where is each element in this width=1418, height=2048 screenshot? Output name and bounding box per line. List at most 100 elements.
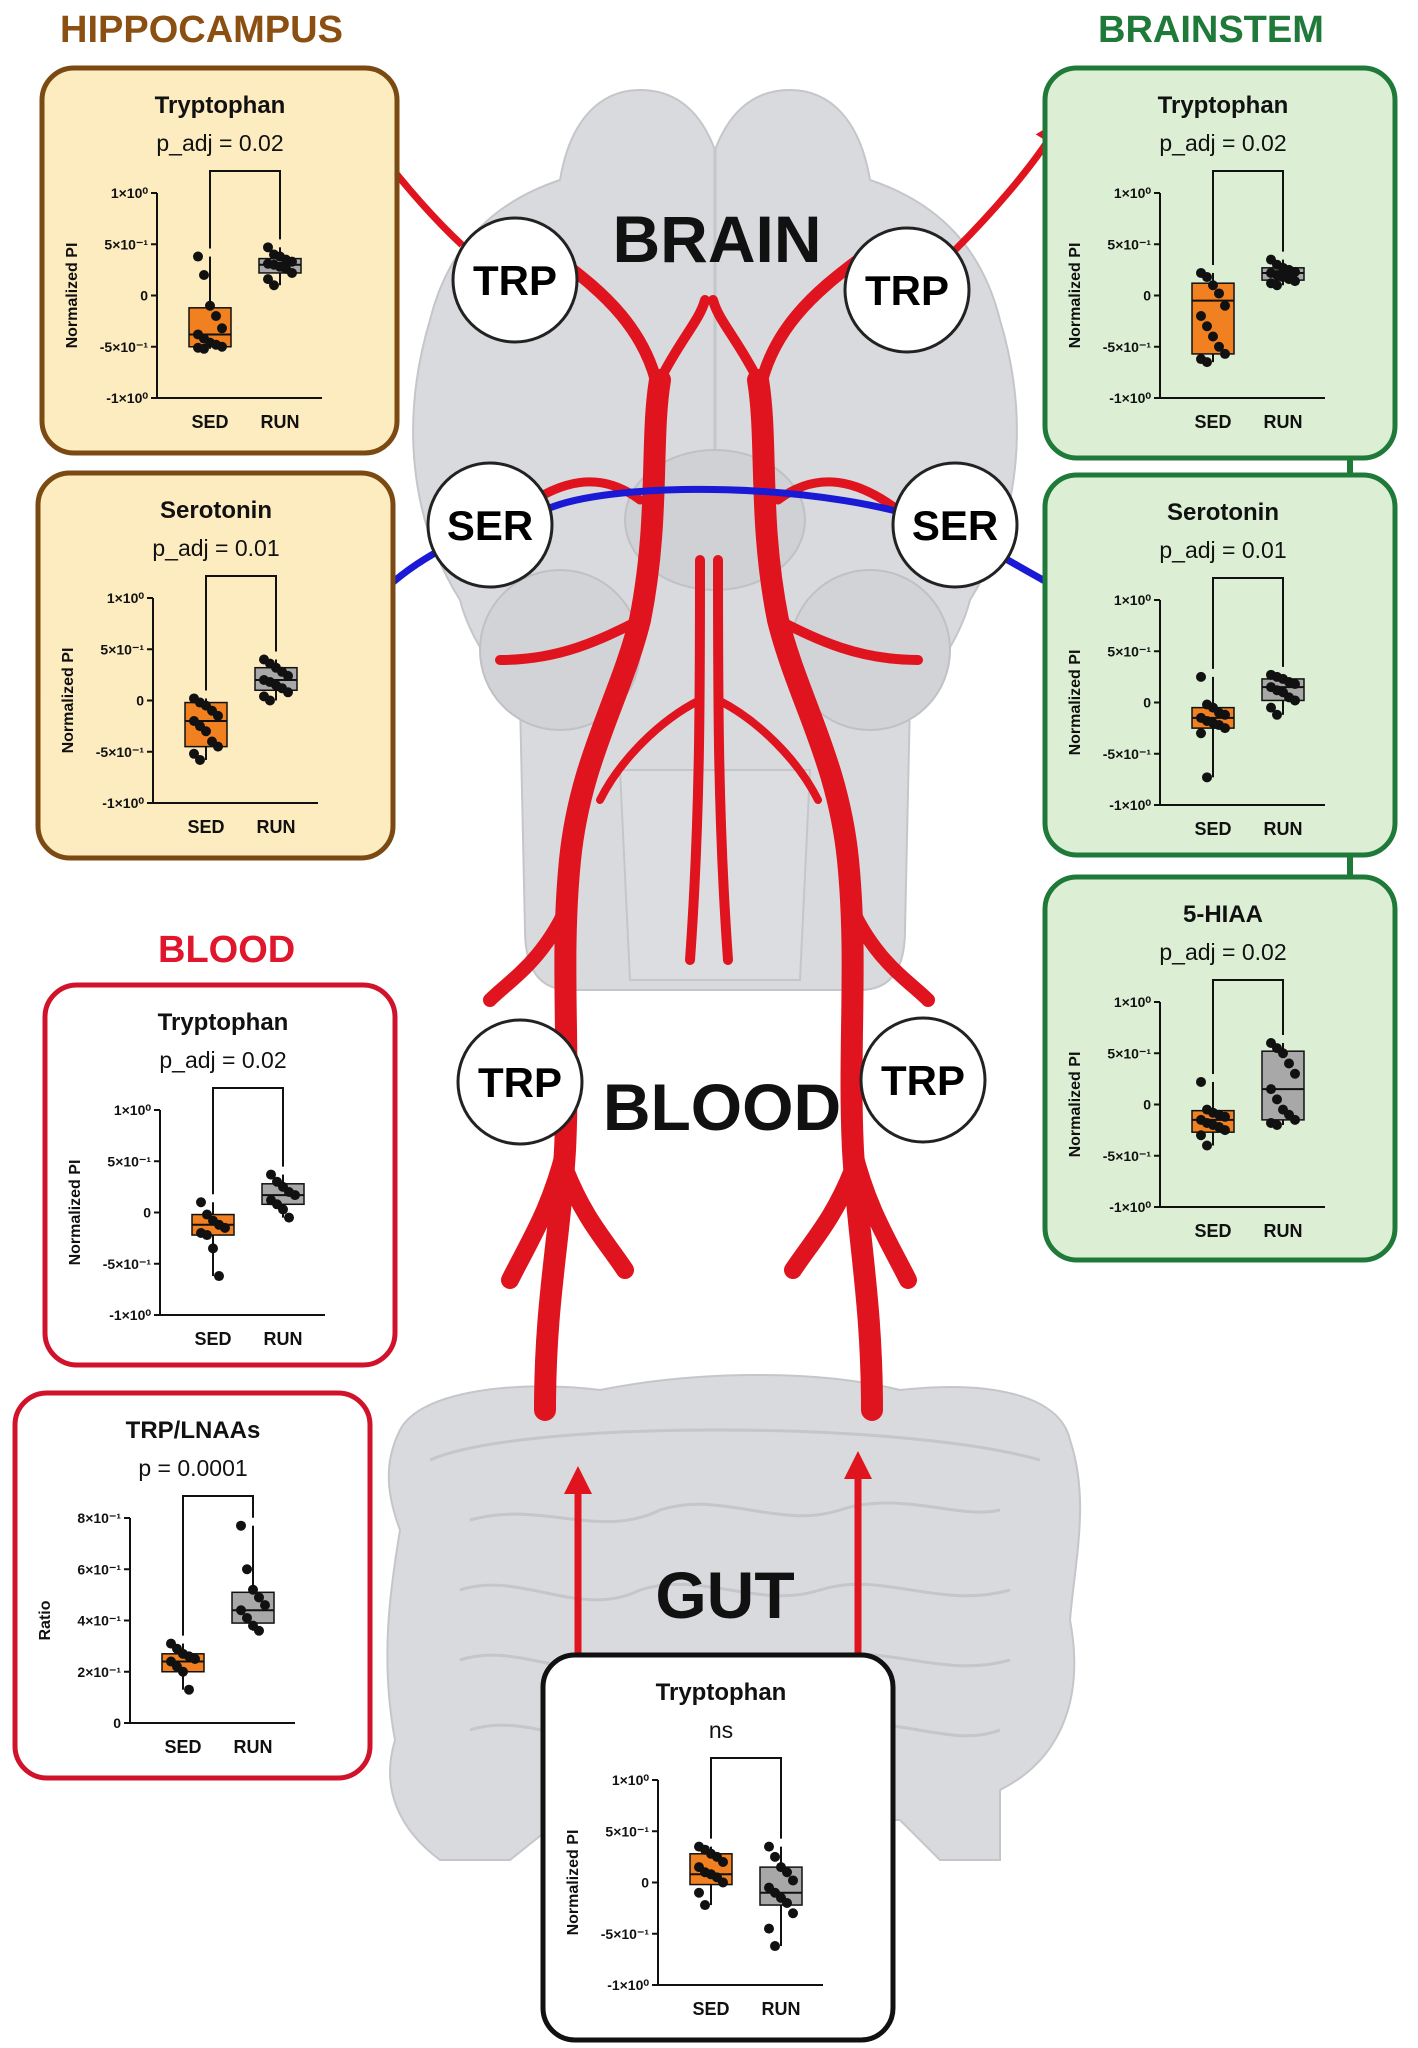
data-point [1220, 300, 1230, 311]
trp-node-blood-left: TRP [456, 1018, 584, 1146]
data-point [287, 267, 297, 278]
chart-title: Serotonin [160, 497, 272, 524]
y-tick-label: -1×10⁰ [1109, 797, 1151, 813]
data-point [1284, 1058, 1294, 1069]
charts-layer: Tryptophan p_adj = 0.02 1×10⁰ 5×10⁻¹ 0 -5×10⁻… [37, 92, 1325, 2019]
data-point [283, 670, 293, 681]
chart-title: TRP/LNAAs [126, 1417, 261, 1444]
data-point [770, 1851, 780, 1862]
data-point [193, 251, 203, 262]
y-tick-label: 5×10⁻¹ [1107, 643, 1151, 659]
y-tick-label: 0 [143, 1205, 151, 1221]
data-point [213, 710, 223, 721]
y-axis-label: Ratio [37, 1600, 54, 1640]
data-point [700, 1900, 710, 1911]
y-tick-label: 2×10⁻¹ [77, 1664, 121, 1680]
y-tick-label: -5×10⁻¹ [1103, 339, 1152, 355]
ser-node-right: SER [891, 461, 1019, 589]
data-point [236, 1520, 246, 1531]
data-point [1272, 1120, 1282, 1130]
data-point [263, 242, 273, 253]
y-tick-label: 5×10⁻¹ [1107, 236, 1151, 252]
y-tick-label: -5×10⁻¹ [96, 744, 145, 760]
data-point [205, 300, 215, 311]
significance-bracket [182, 1495, 254, 1636]
data-point [782, 1898, 792, 1908]
y-axis-label: Normalized PI [565, 1830, 582, 1936]
y-tick-label: 1×10⁰ [1114, 994, 1152, 1010]
panel-brainstem-5hiaa [1042, 874, 1398, 1263]
chart-stat-label: ns [709, 1717, 733, 1743]
y-tick-label: -1×10⁰ [1109, 1199, 1151, 1215]
data-point [764, 1841, 774, 1852]
chart-title: Tryptophan [158, 1009, 289, 1036]
data-point [1208, 280, 1218, 291]
y-tick-label: -1×10⁰ [102, 795, 144, 811]
data-point [1196, 1076, 1206, 1087]
data-point [220, 1222, 230, 1233]
chart-stat-label: p_adj = 0.02 [1159, 130, 1286, 156]
x-tick-label: RUN [234, 1737, 273, 1757]
ser-node-label: SER [912, 502, 998, 549]
x-tick-label: SED [692, 1999, 729, 2019]
data-point [1220, 709, 1230, 720]
x-tick-label: SED [191, 412, 228, 432]
data-point [265, 695, 275, 706]
y-tick-label: -5×10⁻¹ [103, 1256, 152, 1272]
x-tick-label: RUN [261, 412, 300, 432]
chart-stat-label: p_adj = 0.02 [156, 130, 283, 156]
data-point [196, 1197, 206, 1208]
y-axis-label: Normalized PI [60, 648, 77, 754]
data-point [254, 1625, 264, 1636]
data-point [1202, 357, 1212, 368]
y-axis-label: Normalized PI [1067, 1052, 1084, 1158]
y-tick-label: 0 [1143, 695, 1151, 711]
data-point [269, 280, 279, 291]
y-tick-label: 0 [641, 1875, 649, 1891]
y-tick-label: -1×10⁰ [1109, 390, 1151, 406]
y-tick-label: 5×10⁻¹ [605, 1823, 649, 1839]
y-tick-label: 0 [140, 288, 148, 304]
data-point [1272, 1094, 1282, 1105]
y-tick-label: 1×10⁰ [107, 590, 145, 606]
panel-gut-tryptophan [540, 1652, 896, 2043]
significance-bracket [1212, 979, 1284, 1074]
significance-bracket [209, 170, 281, 249]
data-point [1202, 272, 1212, 283]
data-point [1290, 695, 1300, 706]
data-point [254, 1592, 264, 1603]
data-point [1202, 1140, 1212, 1151]
data-point [278, 1204, 288, 1215]
data-point [1196, 1130, 1206, 1141]
x-tick-label: SED [194, 1329, 231, 1349]
data-point [242, 1612, 252, 1623]
y-tick-label: -5×10⁻¹ [1103, 746, 1152, 762]
data-point [1208, 331, 1218, 342]
data-point [718, 1877, 728, 1888]
chart-gut-tryptophan: Tryptophanns1×10⁰5×10⁻¹0-5×10⁻¹-1×10⁰Nor… [565, 1679, 823, 2019]
x-tick-label: RUN [1264, 1221, 1303, 1241]
y-tick-label: 1×10⁰ [1114, 185, 1152, 201]
data-point [1220, 723, 1230, 734]
ser-node-label: SER [447, 502, 533, 549]
y-tick-label: 5×10⁻¹ [104, 236, 148, 252]
chart-title: 5-HIAA [1183, 901, 1263, 928]
y-tick-label: 0 [1143, 288, 1151, 304]
chart-stat-label: p_adj = 0.02 [159, 1047, 286, 1073]
data-point [1196, 728, 1206, 739]
data-point [208, 1243, 218, 1254]
data-point [214, 1271, 224, 1282]
data-point [1290, 679, 1300, 690]
section-title-brainstem: BRAINSTEM [1098, 9, 1324, 51]
y-tick-label: 8×10⁻¹ [77, 1510, 121, 1526]
y-tick-label: 6×10⁻¹ [77, 1561, 121, 1577]
data-point [287, 256, 297, 267]
data-point [195, 754, 205, 765]
data-point [764, 1923, 774, 1934]
blood-vessels [483, 254, 935, 1421]
data-point [1220, 1125, 1230, 1136]
